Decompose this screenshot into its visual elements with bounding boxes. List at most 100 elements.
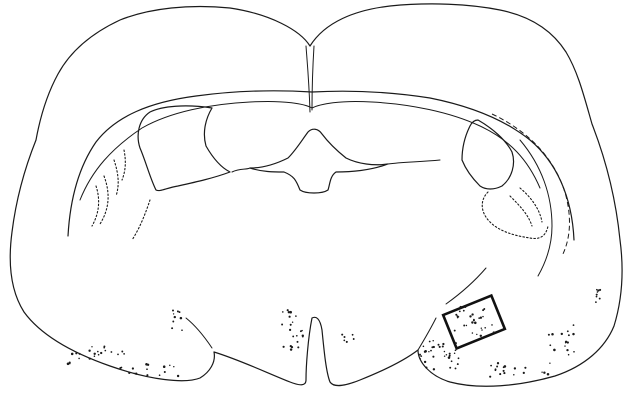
stipple-dot: [352, 334, 354, 336]
stipple-dot: [497, 362, 499, 364]
stipple-dot: [135, 372, 137, 374]
stipple-dot: [100, 352, 102, 354]
stipple-dot: [290, 345, 292, 347]
stipple-dot: [469, 315, 471, 317]
stipple-dot: [105, 350, 107, 352]
stipple-dot: [121, 351, 123, 353]
stipple-dot: [169, 365, 170, 366]
stipple-dot: [493, 331, 495, 333]
stipple-dot: [110, 351, 112, 353]
stipple-dot: [444, 355, 445, 356]
stipple-dot: [146, 368, 148, 370]
stipple-dot: [419, 354, 421, 356]
stipple-dot: [499, 373, 501, 375]
stipple-dot: [455, 367, 457, 369]
stipple-dot: [431, 346, 433, 348]
stipple-dot: [432, 340, 433, 341]
central-lower-line-right: [388, 160, 440, 164]
stipple-dot: [551, 333, 554, 336]
left-capsule-dots-1: [92, 186, 99, 226]
stipple-dot: [472, 332, 474, 334]
left-lateral-ventricle: [138, 106, 230, 191]
stipple-dot: [423, 346, 425, 348]
stipple-dot: [132, 367, 134, 369]
stipple-dot: [75, 352, 77, 354]
stipple-dot: [119, 367, 121, 369]
stipple-dot: [474, 322, 477, 325]
stipple-dot: [454, 352, 456, 354]
stipple-dot: [548, 334, 550, 336]
stipple-dot: [451, 360, 453, 362]
stipple-dot: [181, 329, 183, 331]
stipple-dot: [341, 334, 343, 336]
stipple-dot: [133, 373, 135, 375]
stipple-dot: [561, 333, 563, 335]
stipple-dot: [566, 349, 568, 351]
stipple-dot: [595, 301, 597, 303]
stipple-dot: [296, 335, 298, 337]
stipple-dot: [496, 366, 498, 368]
stipple-dot: [174, 316, 176, 318]
stipple-dot: [572, 333, 574, 335]
stipple-dot: [596, 294, 598, 296]
stipple-dot: [564, 345, 565, 346]
stipple-dot: [295, 315, 297, 317]
stipple-dot: [599, 298, 601, 300]
stipple-dot: [504, 365, 507, 368]
stipple-dot: [549, 344, 551, 346]
stipple-dot: [457, 363, 459, 365]
stipple-dot: [69, 363, 71, 365]
stipple-dot: [483, 308, 485, 310]
stipple-dot: [495, 369, 496, 370]
stipple-dot: [67, 363, 70, 366]
stipple-dot: [289, 329, 291, 331]
stipple-dot: [455, 342, 457, 344]
callosum-inner: [80, 101, 540, 200]
stipple-dot: [346, 341, 348, 343]
stipple-dot: [553, 349, 556, 352]
stipple-dot: [568, 334, 570, 336]
right-dots-outline: [482, 192, 548, 239]
stipple-dot: [463, 310, 465, 312]
stipple-dot: [302, 336, 304, 338]
section-outline: [10, 4, 622, 386]
stipple-dot: [164, 371, 166, 373]
left-capsule-dots-2: [100, 176, 108, 224]
stipple-dot: [480, 317, 482, 319]
stipple-dot: [290, 348, 292, 350]
stipple-dot: [524, 367, 526, 369]
stipple-dot: [514, 367, 516, 369]
stipple-dot: [171, 327, 173, 329]
stipple-dot: [430, 350, 432, 352]
stipple-dot: [567, 330, 569, 332]
stipple-dot: [425, 367, 427, 369]
stipple-dot: [281, 324, 283, 326]
stipple-dots: [67, 289, 601, 378]
stipple-dot: [177, 311, 179, 313]
stipple-dot: [297, 341, 299, 343]
stipple-dot: [420, 355, 422, 357]
stipple-dot: [449, 355, 451, 357]
stipple-dot: [179, 311, 181, 313]
right-dots-inner-2: [520, 188, 542, 222]
stipple-dot: [438, 344, 440, 346]
stipple-dot: [287, 309, 289, 311]
stipple-dot: [147, 364, 149, 366]
midline-fissure: [306, 46, 310, 112]
stipple-dot: [541, 372, 542, 373]
stipple-dot: [343, 340, 345, 342]
stipple-dot: [428, 351, 429, 352]
left-capsule-dots-3: [114, 160, 118, 196]
stipple-dot: [599, 289, 601, 291]
stipple-dot: [471, 313, 473, 315]
stipple-dot: [301, 330, 302, 331]
stipple-dot: [88, 350, 90, 352]
stipple-dot: [491, 324, 493, 326]
stipple-dot: [353, 338, 355, 340]
stipple-dot: [424, 350, 427, 353]
stipple-dot: [460, 306, 462, 308]
midline-fissure-2: [312, 46, 314, 110]
stipple-dot: [464, 306, 466, 308]
